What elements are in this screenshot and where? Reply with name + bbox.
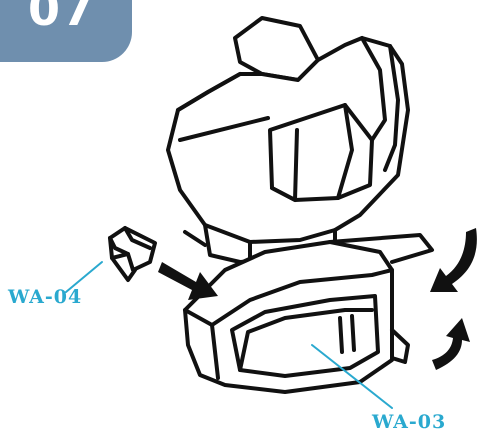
rotate-arrow-icon bbox=[432, 318, 470, 370]
part-wa03 bbox=[183, 233, 434, 394]
step-number: 07 bbox=[28, 0, 97, 36]
callout-leader-wa04 bbox=[65, 261, 103, 293]
part-wa04 bbox=[108, 226, 157, 282]
callout-label-wa03: WA-03 bbox=[372, 411, 447, 433]
push-arrow-icon bbox=[158, 262, 218, 300]
rotate-arrow-icon bbox=[430, 228, 477, 292]
callout-label-wa04: WA-04 bbox=[8, 286, 83, 308]
callout-leader-wa03 bbox=[311, 344, 393, 409]
step-badge: 07 bbox=[0, 0, 132, 62]
head-assembly bbox=[166, 16, 410, 264]
